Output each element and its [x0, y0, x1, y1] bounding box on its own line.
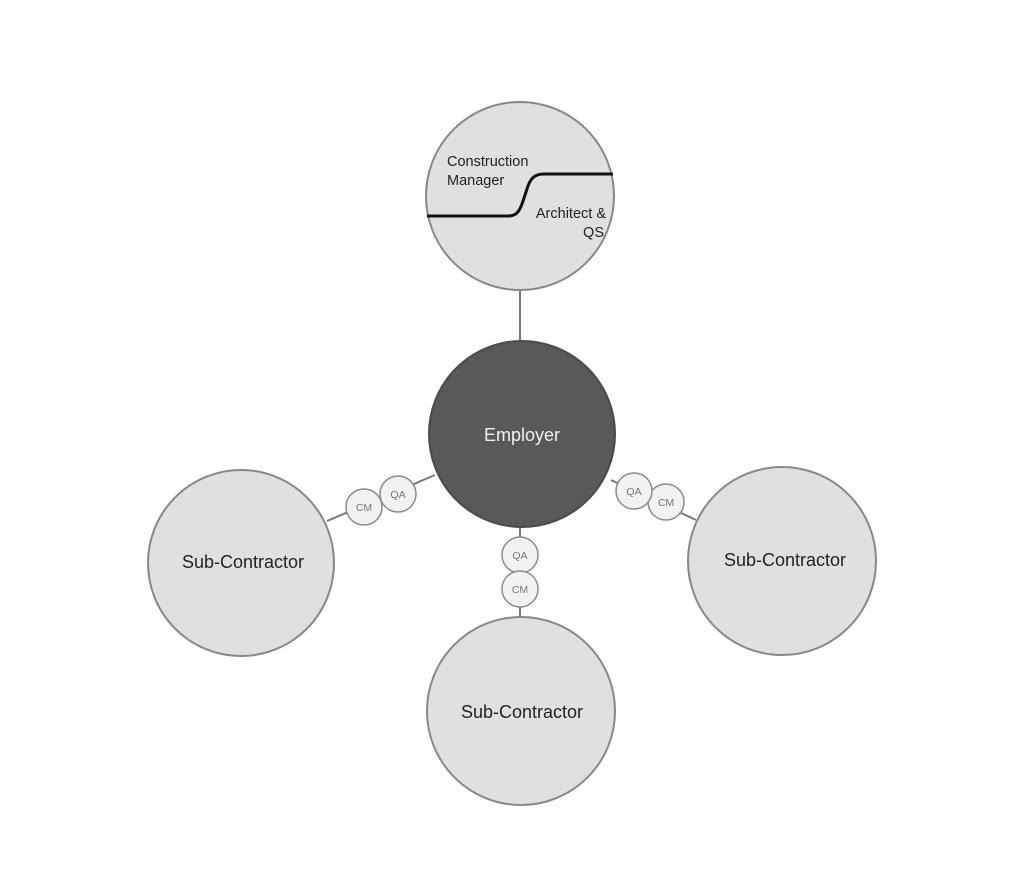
top-node-upper-label-line1: Construction [447, 154, 528, 170]
left-node: Sub-Contractor [147, 469, 335, 657]
top-node-divider [427, 172, 613, 218]
center-node-circle [428, 340, 616, 528]
left-qa-label: QA [390, 489, 405, 501]
top-node-upper-label-line2: Manager [447, 173, 504, 189]
bottom-node: Sub-Contractor [426, 616, 616, 806]
right-link: CM QA [615, 472, 685, 521]
left-node-label: Sub-Contractor [182, 552, 304, 572]
left-node-circle [147, 469, 335, 657]
top-node-lower-label-line2: QS [583, 225, 604, 241]
right-cm-label: CM [658, 497, 674, 509]
left-cm-label: CM [356, 502, 372, 514]
center-node-label: Employer [484, 425, 560, 445]
left-link: CM QA [345, 475, 417, 526]
left-cm-node [345, 488, 383, 526]
bottom-cm-node [501, 570, 539, 608]
bottom-node-circle [426, 616, 616, 806]
right-node-label: Sub-Contractor [724, 550, 846, 570]
bottom-node-label: Sub-Contractor [461, 702, 583, 722]
right-node: Sub-Contractor [687, 466, 877, 656]
right-qa-label: QA [626, 486, 641, 498]
top-node-circle [425, 101, 615, 291]
left-qa-node [379, 475, 417, 513]
bottom-cm-label: CM [512, 584, 528, 596]
right-qa-node [615, 472, 653, 510]
top-node: Construction Manager Architect & QS [425, 101, 615, 291]
bottom-link: QA CM [501, 536, 539, 608]
right-node-circle [687, 466, 877, 656]
bottom-qa-label: QA [512, 550, 527, 562]
top-node-lower-label-line1: Architect & [536, 206, 606, 222]
center-node: Employer [428, 340, 616, 528]
